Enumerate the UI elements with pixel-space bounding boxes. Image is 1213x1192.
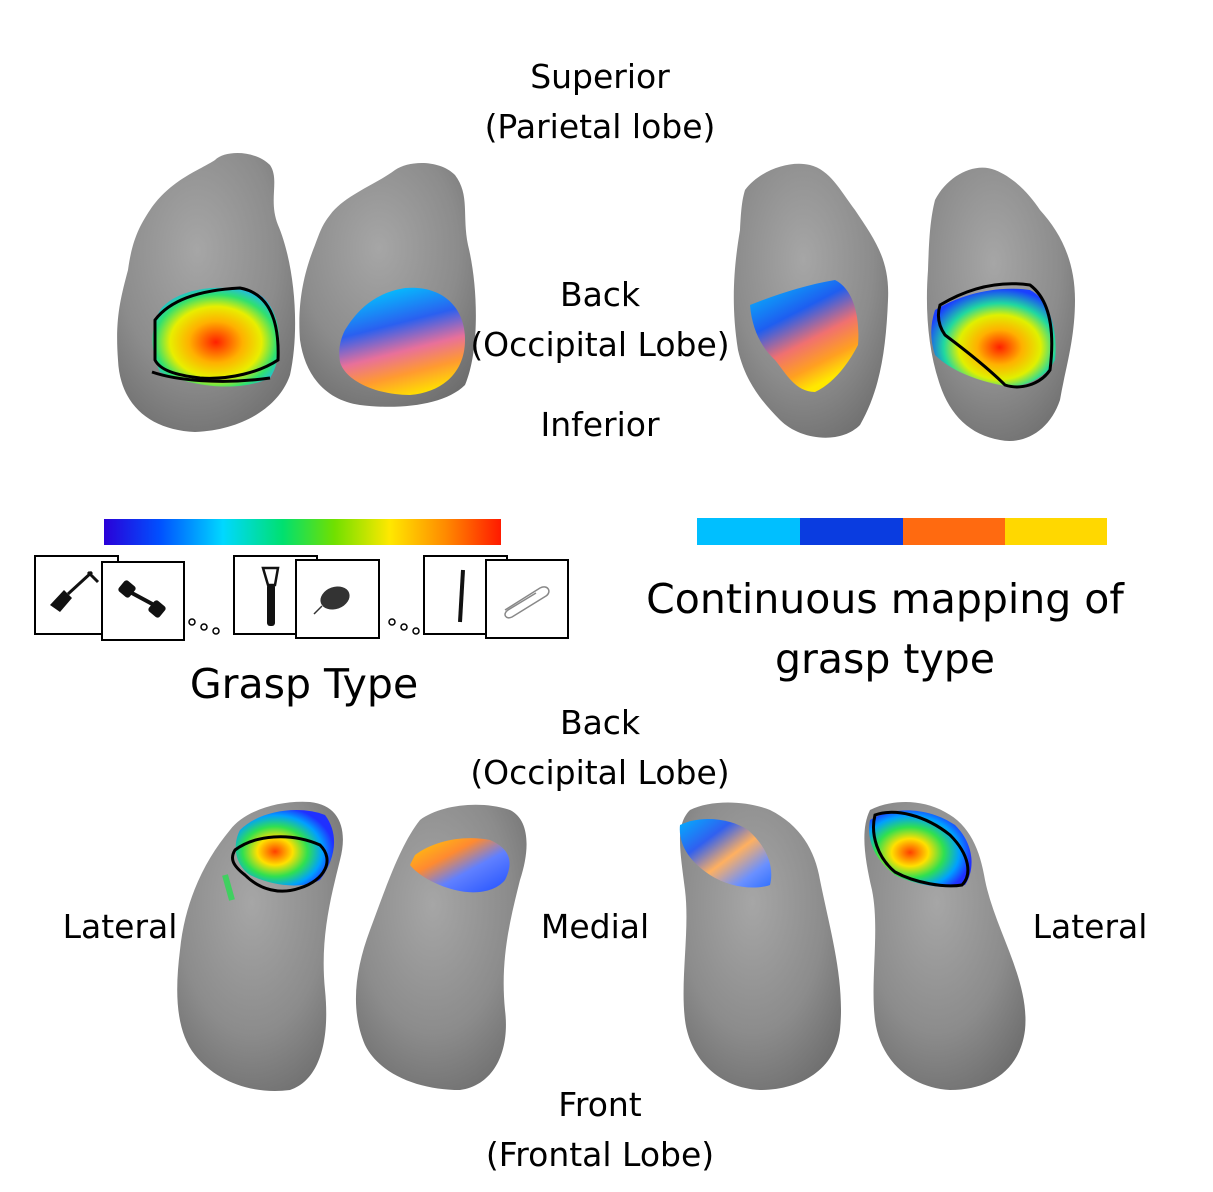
label-back-bottom: Back xyxy=(559,703,641,742)
label-lateral-left: Lateral xyxy=(62,907,178,946)
brain-top-right-lateral xyxy=(926,167,1075,441)
label-lateral-right: Lateral xyxy=(1032,907,1148,946)
label-inferior: Inferior xyxy=(540,405,660,444)
label-parietal-lobe: (Parietal lobe) xyxy=(484,107,716,146)
brain-bottom-left-medial xyxy=(355,804,527,1090)
continuous-mapping-colorbar xyxy=(697,518,1107,545)
label-frontal-lobe: (Frontal Lobe) xyxy=(485,1135,715,1174)
brain-top-right-medial xyxy=(733,163,889,438)
paperclip-icon xyxy=(485,559,569,639)
computer-mouse-icon xyxy=(295,559,380,639)
label-back-top: Back xyxy=(559,275,641,314)
dumbbell-icon xyxy=(101,561,185,641)
grasp-type-label: Grasp Type xyxy=(189,660,419,708)
brain-bottom-left-lateral xyxy=(177,801,343,1091)
continuous-mapping-label-line2: grasp type xyxy=(774,635,995,683)
label-occipital-lobe-top: (Occipital Lobe) xyxy=(470,325,730,364)
brain-top-left-lateral xyxy=(117,153,296,432)
label-front: Front xyxy=(558,1085,642,1124)
label-medial: Medial xyxy=(540,907,650,946)
grasp-type-colorbar xyxy=(104,519,501,545)
ellipsis-icon-1 xyxy=(188,618,220,635)
object-cards xyxy=(34,555,569,641)
brain-bottom-right-lateral xyxy=(864,802,1026,1090)
ellipsis-icon-2 xyxy=(388,618,420,635)
label-superior: Superior xyxy=(530,57,670,96)
label-occipital-lobe-bottom: (Occipital Lobe) xyxy=(470,753,730,792)
brain-bottom-right-medial xyxy=(679,802,841,1090)
brain-top-left-medial xyxy=(299,163,476,407)
continuous-mapping-label-line1: Continuous mapping of xyxy=(646,575,1124,623)
